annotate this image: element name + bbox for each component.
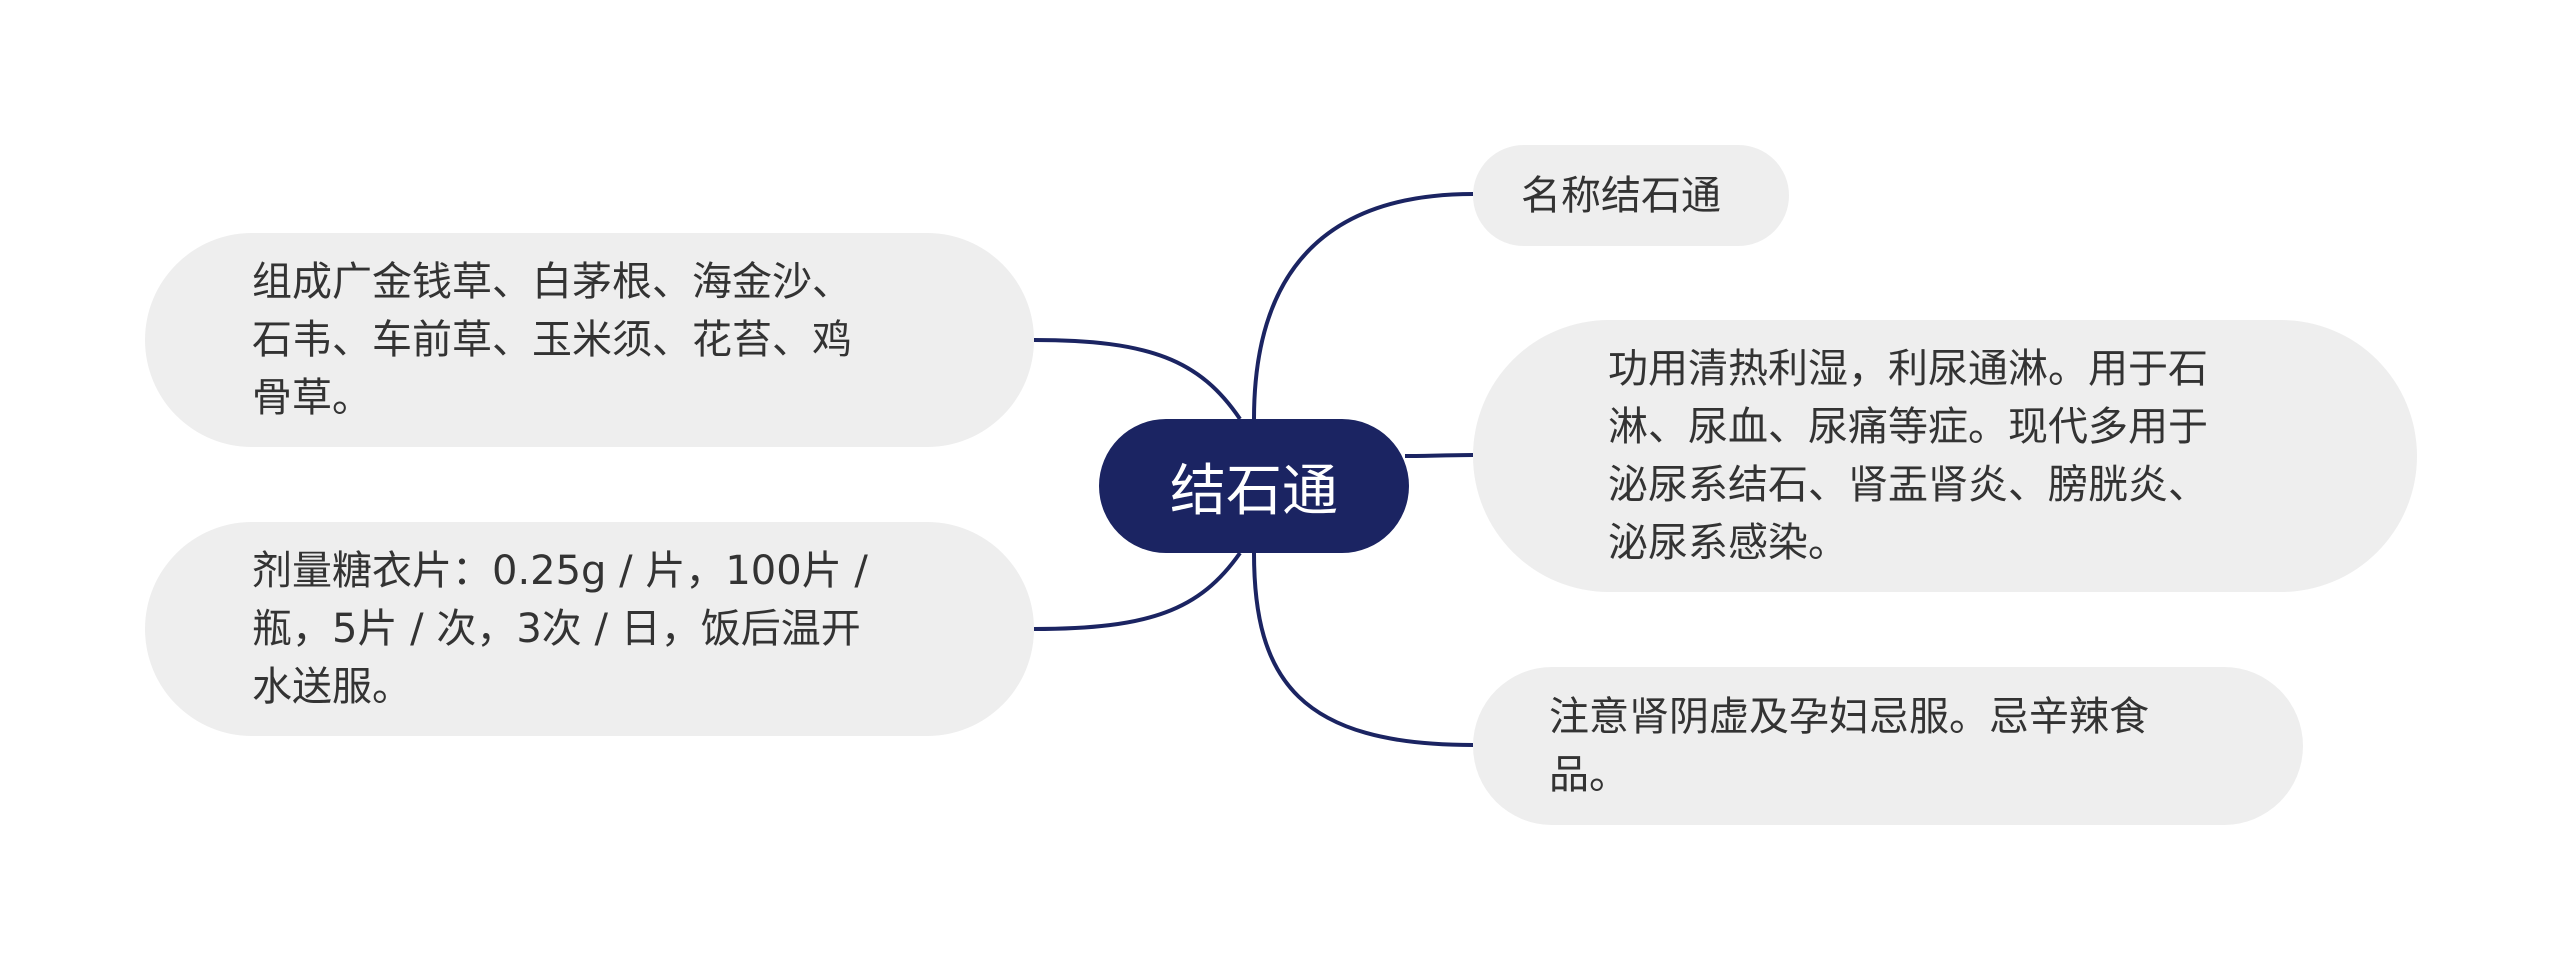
topic-name-text: 名称结石通 — [1521, 172, 1721, 219]
connector-to-dosage — [1033, 551, 1242, 631]
topic-caution[interactable]: 注意肾阴虚及孕妇忌服。忌辛辣食 品。 — [1473, 667, 2303, 825]
topic-function[interactable]: 功用清热利湿，利尿通淋。用于石 淋、尿血、尿痛等症。现代多用于 泌尿系结石、肾盂… — [1473, 320, 2417, 592]
topic-dosage-text: 剂量糖衣片：0.25g / 片，100片 / 瓶，5片 / 次，3次 / 日，饭… — [252, 548, 868, 710]
central-topic[interactable]: 结石通 — [1099, 419, 1409, 553]
connector-to-function — [1404, 453, 1474, 458]
topic-composition-text: 组成广金钱草、白茅根、海金沙、 石韦、车前草、玉米须、花苔、鸡 骨草。 — [252, 259, 852, 421]
connector-to-composition — [1033, 338, 1242, 421]
topic-composition[interactable]: 组成广金钱草、白茅根、海金沙、 石韦、车前草、玉米须、花苔、鸡 骨草。 — [145, 233, 1034, 447]
topic-function-text: 功用清热利湿，利尿通淋。用于石 淋、尿血、尿痛等症。现代多用于 泌尿系结石、肾盂… — [1608, 346, 2208, 566]
connector-to-name — [1252, 192, 1474, 420]
central-topic-label: 结石通 — [1170, 458, 1338, 524]
topic-name[interactable]: 名称结石通 — [1473, 145, 1789, 246]
connector-to-caution — [1252, 552, 1474, 747]
topic-dosage[interactable]: 剂量糖衣片：0.25g / 片，100片 / 瓶，5片 / 次，3次 / 日，饭… — [145, 522, 1034, 736]
topic-caution-text: 注意肾阴虚及孕妇忌服。忌辛辣食 品。 — [1549, 694, 2149, 798]
